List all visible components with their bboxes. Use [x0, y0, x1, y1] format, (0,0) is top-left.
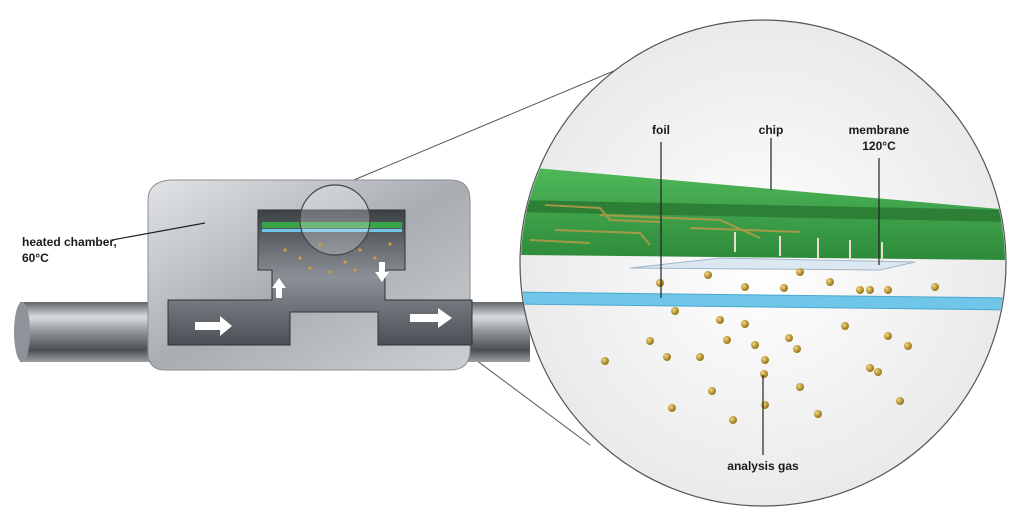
membrane [629, 257, 916, 271]
foil [521, 291, 1005, 311]
foil-label: foil [652, 123, 670, 137]
heated-chamber-leader-line [111, 222, 206, 241]
gas-particle [785, 334, 793, 342]
chamber-gas-particle [318, 243, 322, 247]
chamber-gas-particle [308, 266, 312, 270]
chamber-gas-particle [283, 248, 287, 252]
gas-particle [723, 336, 731, 344]
gas-particle [601, 357, 609, 365]
gas-particle [796, 383, 804, 391]
gas-particle [741, 320, 749, 328]
gas-particle [704, 271, 712, 279]
membrane-label-line1: membrane [849, 123, 910, 137]
gas-particle [826, 278, 834, 286]
gas-particle [761, 401, 769, 409]
gas-particle [841, 322, 849, 330]
gas-particle [671, 307, 679, 315]
chamber-gas-particle [388, 242, 392, 246]
analysis-gas-label: analysis gas [727, 459, 799, 473]
gas-particles [283, 242, 939, 424]
gas-particle [760, 370, 768, 378]
chamber-gas-particle [353, 268, 357, 272]
zoom-detail [519, 19, 1007, 507]
gas-particle [646, 337, 654, 345]
gas-particle [668, 404, 676, 412]
heated-chamber-label-line2: 60°C [22, 251, 49, 265]
heated-chamber [147, 179, 473, 371]
gas-particle [761, 356, 769, 364]
gas-particle [796, 268, 804, 276]
gas-particle [931, 283, 939, 291]
gas-particle [866, 364, 874, 372]
gas-particle [793, 345, 801, 353]
chamber-gas-particle [343, 260, 347, 264]
gas-particle [814, 410, 822, 418]
gas-particle [904, 342, 912, 350]
heated-chamber-label-line1: heated chamber, [22, 235, 117, 249]
gas-particle [874, 368, 882, 376]
chamber-gas-particle [373, 256, 377, 260]
gas-particle [708, 387, 716, 395]
gas-particle [780, 284, 788, 292]
gas-particle [884, 332, 892, 340]
gas-particle [663, 353, 671, 361]
gas-particle [896, 397, 904, 405]
gas-particle [716, 316, 724, 324]
chamber-gas-particle [358, 248, 362, 252]
chip-label: chip [759, 123, 784, 137]
membrane-label-line2: 120°C [862, 139, 896, 153]
magnifier-circle [299, 184, 371, 256]
gas-particle [856, 286, 864, 294]
gas-particle [696, 353, 704, 361]
gas-particle [656, 279, 664, 287]
gas-particle [866, 286, 874, 294]
gas-particle [729, 416, 737, 424]
gas-particle [884, 286, 892, 294]
chamber-gas-particle [298, 256, 302, 260]
chamber-gas-particle [328, 270, 332, 274]
gas-particle [751, 341, 759, 349]
gas-particle [741, 283, 749, 291]
